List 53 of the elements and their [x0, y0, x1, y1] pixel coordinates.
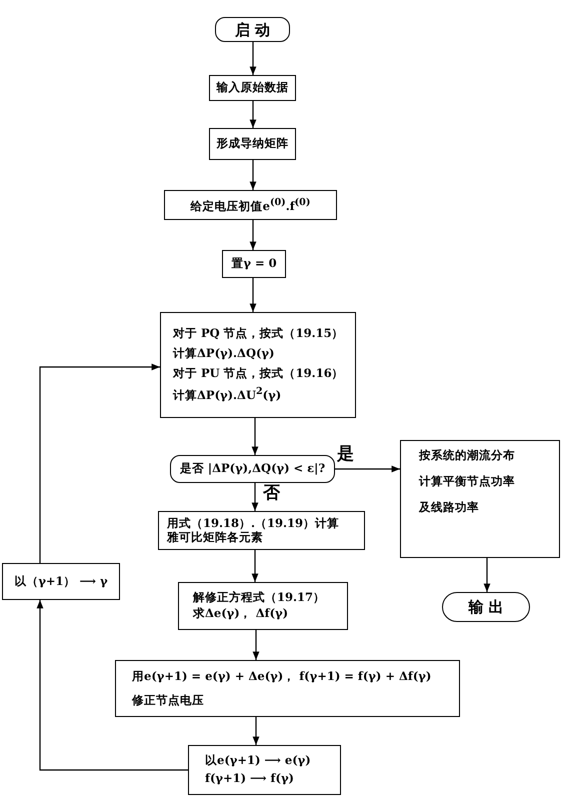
node-text: 解修正方程式（19.17）: [193, 591, 326, 605]
node-text: 输 出: [468, 598, 504, 616]
node-text: 以e(γ+1) ⟶ e(γ): [205, 754, 311, 768]
node-text: 置γ = 0: [231, 257, 277, 271]
process-box: [158, 511, 365, 550]
node-text: 计算平衡节点功率: [419, 474, 515, 489]
node-text: 及线路功率: [419, 500, 479, 514]
process-box: [160, 312, 356, 418]
arrow: [252, 550, 258, 582]
node-text: 雅可比矩阵各元素: [167, 530, 263, 544]
node-text: 对于 PU 节点，按式（19.16）: [173, 366, 344, 380]
node-text: 按系统的潮流分布: [419, 449, 515, 463]
node-text: 修正节点电压: [132, 694, 204, 708]
arrow: [484, 558, 490, 592]
arrow: [252, 630, 260, 660]
arrow: [39, 364, 160, 563]
end-terminal: [442, 592, 530, 622]
node-text: 用e(γ+1) = e(γ) + Δe(γ)， f(γ+1) = f(γ) + Δf(γ): [132, 670, 432, 684]
node-text: 对于 PQ 节点，按式（19.15）: [173, 326, 344, 341]
arrow: [250, 278, 256, 312]
process-box: [188, 745, 341, 795]
arrow: [252, 483, 258, 511]
decision-box: [170, 455, 335, 483]
arrow: [252, 717, 260, 745]
process-box: [115, 660, 460, 717]
arrow: [250, 160, 256, 190]
node-text: 输入原始数据: [216, 81, 288, 95]
arrow: [250, 42, 256, 75]
node-text: 形成导纳矩阵: [216, 137, 288, 151]
process-box: [178, 582, 348, 630]
arrow: [250, 220, 256, 250]
node-text: f(γ+1) ⟶ f(γ): [205, 772, 294, 786]
node-text: 用式（19.18）.（19.19）计算: [167, 516, 340, 530]
node-text: 求Δe(γ)， Δf(γ): [193, 607, 288, 621]
process-box: [209, 128, 296, 160]
process-box: [164, 190, 337, 220]
node-text: 计算ΔP(γ).ΔU$^{2}$(γ): [173, 386, 282, 403]
arrow: [250, 101, 256, 128]
arrow: [335, 466, 400, 472]
node-text: 是否 |ΔP(γ),ΔQ(γ) < ε|?: [180, 462, 326, 476]
node-text: 以（γ+1） ⟶ γ: [14, 574, 108, 588]
edge-label: 否: [262, 485, 281, 502]
arrow: [252, 418, 258, 455]
node-text: 计算ΔP(γ).ΔQ(γ): [173, 346, 274, 361]
process-box: [2, 563, 120, 600]
node-text: 启 动: [234, 20, 270, 38]
node-text: 给定电压初值e$^{(0)}$.f$^{(0)}$: [190, 196, 310, 214]
start-terminal: [215, 17, 290, 42]
arrow: [36, 600, 188, 771]
process-box: [400, 440, 560, 558]
process-box: [209, 75, 296, 101]
process-box: [222, 250, 286, 278]
edge-label: 是: [336, 446, 355, 463]
